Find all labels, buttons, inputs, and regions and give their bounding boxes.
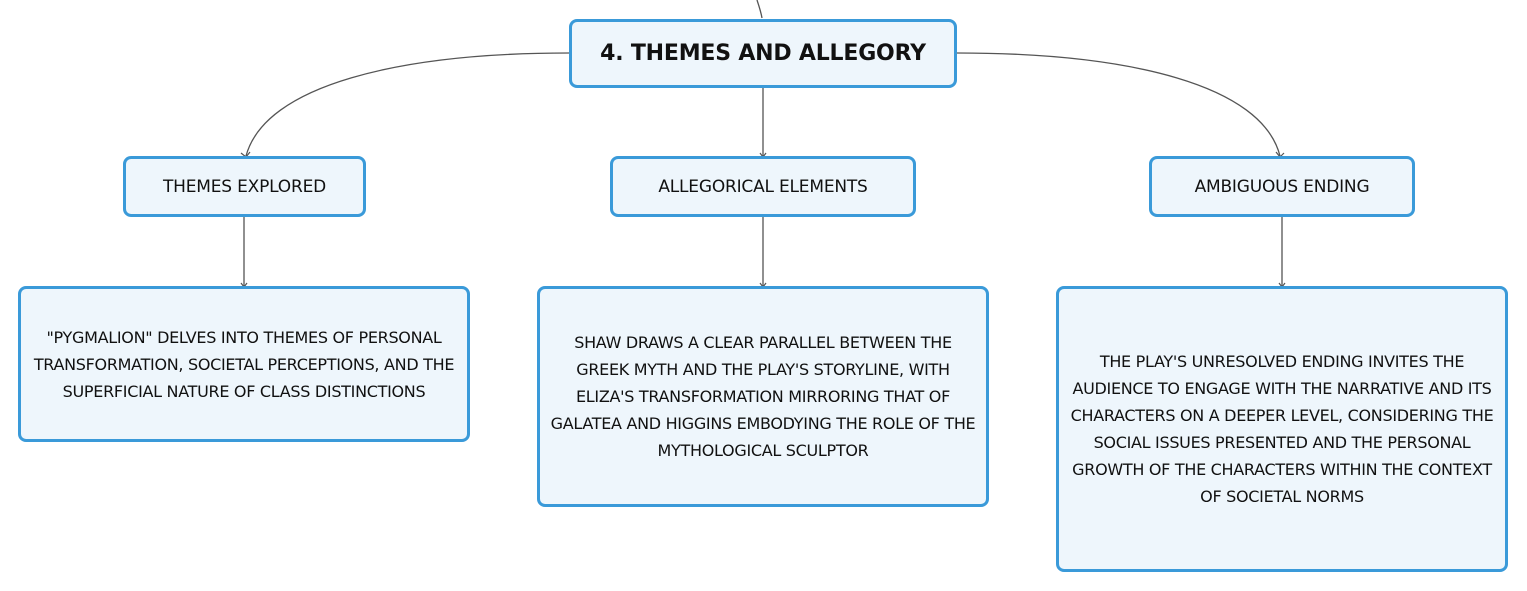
root-node-themes-and-allegory[interactable]: 4. THEMES AND ALLEGORY	[569, 19, 957, 88]
branch-node-allegorical-elements[interactable]: ALLEGORICAL ELEMENTS	[610, 156, 916, 217]
branch-node-ambiguous-ending[interactable]: AMBIGUOUS ENDING	[1149, 156, 1415, 217]
connector-root-to-ambiguous-ending	[956, 52, 1281, 157]
branch-node-label: ALLEGORICAL ELEMENTS	[658, 176, 868, 197]
connector-root-to-themes-explored	[245, 52, 570, 157]
detail-node-text: THE PLAY'S UNRESOLVED ENDING INVITES THE…	[1070, 352, 1494, 506]
detail-node-allegorical-elements[interactable]: SHAW DRAWS A CLEAR PARALLEL BETWEEN THE …	[537, 286, 989, 507]
root-node-label: 4. THEMES AND ALLEGORY	[600, 41, 926, 66]
detail-node-text: SHAW DRAWS A CLEAR PARALLEL BETWEEN THE …	[550, 333, 976, 460]
branch-node-label: THEMES EXPLORED	[162, 176, 327, 197]
detail-node-ambiguous-ending[interactable]: THE PLAY'S UNRESOLVED ENDING INVITES THE…	[1056, 286, 1508, 572]
connector-parent-to-root	[756, 0, 763, 19]
detail-node-text: "PYGMALION" DELVES INTO THEMES OF PERSON…	[33, 327, 455, 401]
branch-node-label: AMBIGUOUS ENDING	[1194, 176, 1370, 197]
branch-node-themes-explored[interactable]: THEMES EXPLORED	[123, 156, 366, 217]
detail-node-themes-explored[interactable]: "PYGMALION" DELVES INTO THEMES OF PERSON…	[18, 286, 470, 442]
